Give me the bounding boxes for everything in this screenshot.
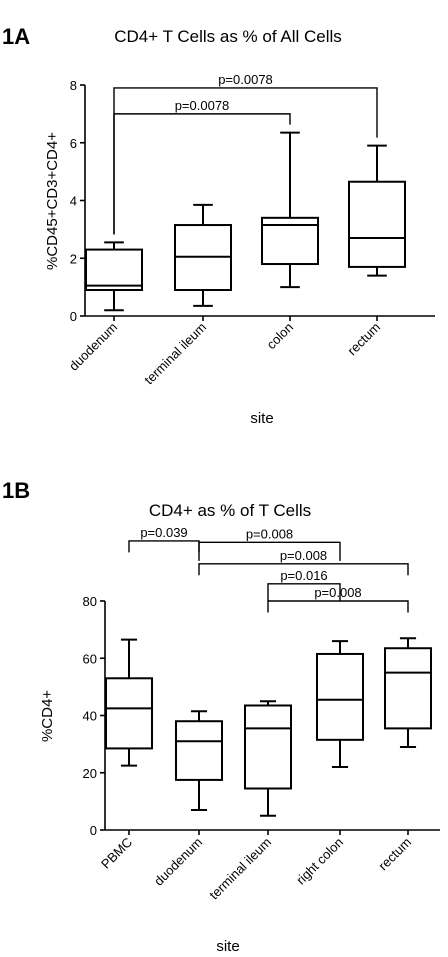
box-iqr [261, 216, 319, 266]
p-value-label: p=0.008 [314, 585, 361, 600]
y-tick-label-a-4: 8 [70, 78, 77, 93]
y-tick-label-b-3: 60 [83, 651, 97, 666]
y-axis-label-1a: %CD45+CD3+CD4+ [44, 132, 61, 270]
comparison-b-1: p=0.008 [198, 526, 341, 561]
comparison-b-4: p=0.008 [267, 585, 409, 613]
x-tick-label-b-0: PBMC [98, 835, 135, 872]
chart-title-1a: CD4+ T Cells as % of All Cells [114, 27, 342, 46]
box-b-0 [105, 638, 153, 767]
box-a-2 [261, 131, 319, 289]
panel-1b: 1B CD4+ as % of T Cells %CD4+ site 0 20 40… [2, 478, 440, 955]
panel-label-1b: 1B [2, 478, 30, 503]
comparison-bracket [198, 563, 409, 576]
comparison-bracket [113, 87, 378, 235]
y-tick-label-b-0: 0 [90, 823, 97, 838]
comparison-a-1: p=0.0078 [113, 72, 378, 235]
comparison-bracket [267, 600, 409, 613]
box-b-2 [244, 700, 292, 817]
p-value-label: p=0.016 [280, 568, 327, 583]
p-value-label: p=0.039 [140, 525, 187, 540]
p-value-label: p=0.008 [246, 526, 293, 541]
chart-title-1b: CD4+ as % of T Cells [149, 501, 311, 520]
y-tick-label-a-3: 6 [70, 136, 77, 151]
panel-label-1a: 1A [2, 24, 30, 49]
x-tick-label-b-3: right colon [293, 835, 346, 888]
x-tick-label-b-1: duodenum [151, 835, 205, 889]
box-b-4 [384, 637, 432, 748]
comparison-bracket [128, 540, 200, 553]
box-b-1 [175, 710, 223, 811]
comparison-bracket [267, 583, 341, 601]
x-tick-label-a-0: duodenum [66, 320, 120, 374]
y-tick-label-a-1: 2 [70, 251, 77, 266]
y-tick-label-b-1: 20 [83, 766, 97, 781]
x-tick-label-a-2: colon [264, 320, 297, 353]
box-iqr [85, 248, 143, 292]
box-iqr [244, 704, 292, 790]
box-iqr [175, 720, 223, 781]
box-iqr [316, 652, 364, 741]
x-tick-label-a-1: terminal ileum [141, 320, 209, 388]
y-axis-label-1b: %CD4+ [39, 690, 56, 742]
comparison-b-0: p=0.039 [128, 525, 200, 553]
x-axis-label-1a: site [250, 410, 273, 427]
plot-area-1a: 0 2 4 6 8 duodenum terminal ileum colon rectum p=… [66, 72, 435, 387]
x-axis-label-1b: site [216, 938, 239, 955]
box-iqr [384, 647, 432, 730]
y-tick-label-a-0: 0 [70, 309, 77, 324]
box-a-1 [174, 203, 232, 307]
x-tick-label-b-2: terminal ileum [206, 835, 274, 903]
p-value-label: p=0.0078 [175, 98, 230, 113]
y-tick-label-b-2: 40 [83, 709, 97, 724]
p-value-label: p=0.008 [280, 548, 327, 563]
p-value-label: p=0.0078 [218, 72, 273, 87]
comparison-bracket [198, 541, 341, 561]
comparison-b-3: p=0.016 [267, 568, 341, 601]
comparison-b-2: p=0.008 [198, 548, 409, 576]
box-iqr [348, 180, 406, 268]
x-tick-label-b-4: rectum [375, 835, 414, 874]
y-tick-label-a-2: 4 [70, 194, 77, 209]
box-iqr [105, 677, 153, 750]
box-a-3 [348, 144, 406, 277]
box-a-0 [85, 241, 143, 312]
box-b-3 [316, 640, 364, 769]
y-tick-label-b-4: 80 [83, 594, 97, 609]
x-tick-label-a-3: rectum [344, 320, 383, 359]
panel-1a: 1A CD4+ T Cells as % of All Cells %CD45+… [2, 24, 435, 427]
